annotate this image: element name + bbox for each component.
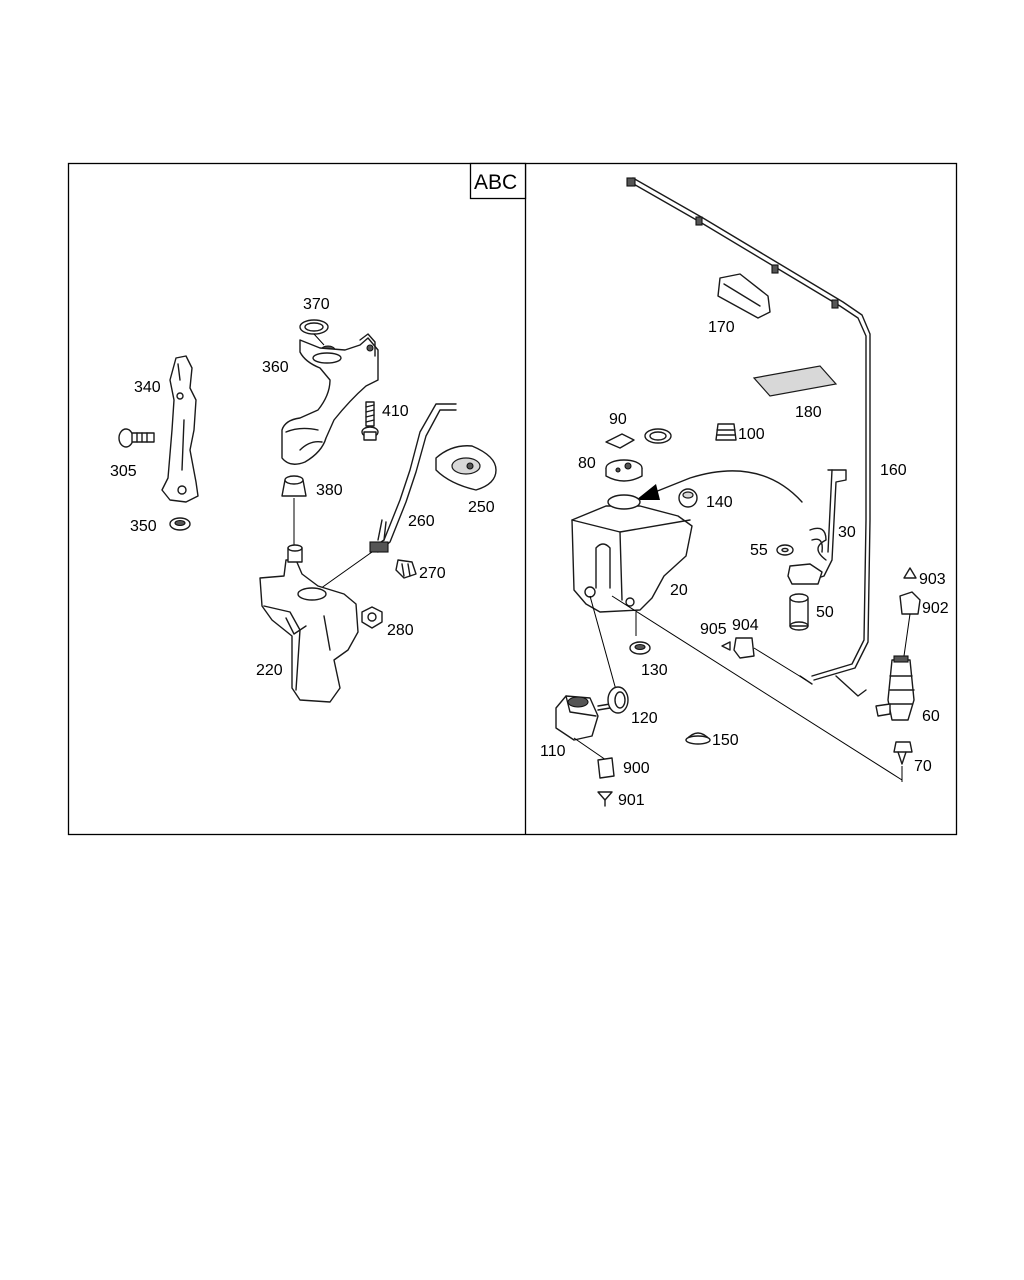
part-280-nut — [361, 606, 383, 629]
part-label: 305 — [110, 463, 137, 480]
part-label: 270 — [419, 565, 446, 582]
part-label: 410 — [382, 403, 409, 420]
part-label: 120 — [631, 710, 658, 727]
part-label: 55 — [750, 542, 768, 559]
part-220-reservoir — [259, 544, 359, 703]
part-900-901-connector — [597, 757, 615, 807]
part-70-grommet — [893, 741, 913, 782]
part-label: 904 — [732, 617, 759, 634]
part-50-filter — [789, 593, 809, 631]
part-170-clip-cover — [717, 273, 771, 319]
left-panel-drawing — [118, 319, 497, 703]
part-label: 900 — [623, 760, 650, 777]
part-label: 280 — [387, 622, 414, 639]
variant-box — [469, 162, 527, 200]
part-label: 20 — [670, 582, 688, 599]
part-label: 110 — [540, 743, 566, 760]
part-130-grommet — [629, 612, 651, 655]
part-55-washer — [776, 544, 794, 556]
part-80-cap — [605, 459, 643, 482]
part-label: 160 — [880, 462, 907, 479]
part-label: 150 — [712, 732, 739, 749]
part-410-bolt — [361, 401, 379, 441]
part-label: 370 — [303, 296, 330, 313]
part-label: 360 — [262, 359, 289, 376]
part-110-pump — [555, 595, 617, 761]
part-label: 903 — [919, 571, 946, 588]
part-label: 180 — [795, 404, 822, 421]
part-20-reservoir — [571, 494, 903, 781]
part-label: 170 — [708, 319, 735, 336]
part-label: 30 — [838, 524, 856, 541]
part-label: 140 — [706, 494, 733, 511]
part-label: 220 — [256, 662, 283, 679]
part-250-cover — [435, 445, 497, 491]
part-260-hose — [309, 403, 457, 597]
part-120-grommet — [607, 686, 629, 714]
part-30-sensor-bracket — [787, 469, 847, 585]
part-180-pad — [752, 365, 838, 397]
part-380-grommet — [281, 475, 307, 546]
left-part-labels: 370 360 340 410 305 380 260 250 350 270 … — [110, 296, 495, 679]
part-label: 80 — [578, 455, 596, 472]
part-90-gasket — [605, 428, 672, 449]
diagram-frame — [67, 162, 958, 836]
part-label: 100 — [738, 426, 765, 443]
part-label: 60 — [922, 708, 940, 725]
part-label: 70 — [914, 758, 932, 775]
part-label: 90 — [609, 411, 627, 428]
part-100-plug — [715, 423, 737, 441]
part-305-screw — [118, 428, 155, 448]
assembly-arrow — [636, 470, 803, 503]
part-140-grommet — [678, 488, 698, 508]
right-panel-drawing — [555, 177, 921, 807]
part-label: 260 — [408, 513, 435, 530]
part-340-bracket — [161, 355, 199, 503]
part-label: 380 — [316, 482, 343, 499]
part-label: 902 — [922, 600, 949, 617]
part-label: 50 — [816, 604, 834, 621]
part-label: 350 — [130, 518, 157, 535]
part-904-905-connector — [721, 637, 807, 681]
part-150-grommet — [685, 732, 711, 745]
right-part-labels: 170 180 90 100 160 80 140 30 55 20 50 90… — [540, 319, 949, 809]
part-160-hose-line — [626, 177, 871, 697]
variant-label: ABC — [474, 171, 517, 194]
part-902-903-connector — [899, 567, 921, 657]
part-350-grommet — [169, 517, 191, 531]
part-label: 130 — [641, 662, 668, 679]
part-270-clip — [395, 559, 417, 579]
part-label: 250 — [468, 499, 495, 516]
part-label: 901 — [618, 792, 645, 809]
part-60-washer-pump — [875, 655, 915, 721]
part-360-reservoir-top — [281, 333, 379, 465]
part-label: 905 — [700, 621, 727, 638]
part-label: 340 — [134, 379, 161, 396]
